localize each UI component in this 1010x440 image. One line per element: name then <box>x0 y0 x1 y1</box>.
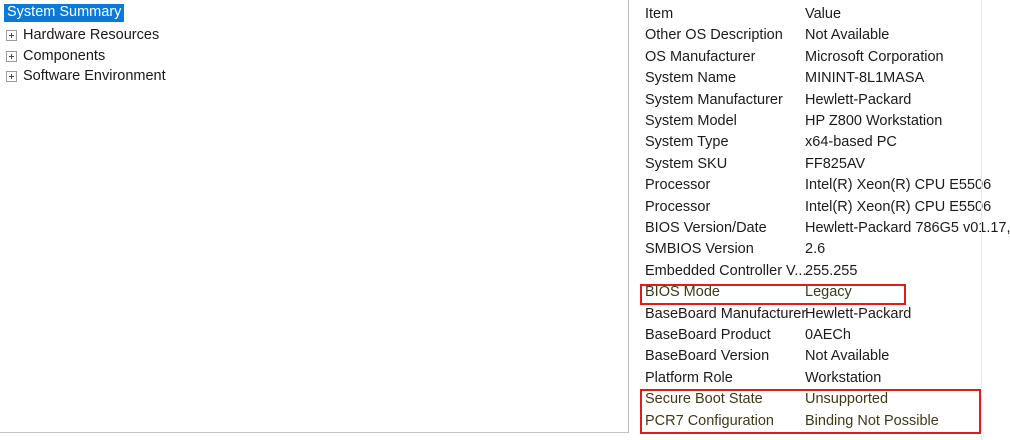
table-row[interactable]: BaseBoard Product 0AECh <box>636 325 1010 346</box>
detail-item-value: Intel(R) Xeon(R) CPU E5506 <box>805 177 992 194</box>
tree-item-label: Hardware Resources <box>23 27 160 43</box>
table-row[interactable]: System Name MININT-8L1MASA <box>636 68 1010 89</box>
expand-plus-icon[interactable] <box>6 70 23 82</box>
detail-item-name: BIOS Mode <box>645 284 720 301</box>
detail-item-value: Hewlett-Packard 786G5 v01.17, 8/ <box>805 220 1010 236</box>
detail-item-value: Hewlett-Packard <box>805 91 912 108</box>
tree-item-label: System Summary <box>4 4 125 22</box>
table-row[interactable]: Other OS Description Not Available <box>636 25 1010 46</box>
column-header-item[interactable]: Item <box>645 6 674 22</box>
detail-item-value: Unsupported <box>805 391 889 408</box>
table-row[interactable]: Platform Role Workstation <box>636 368 1010 389</box>
detail-item-value: MININT-8L1MASA <box>805 70 925 87</box>
detail-item-name: OS Manufacturer <box>645 48 756 65</box>
table-row[interactable]: Secure Boot State Unsupported <box>636 389 1010 410</box>
expand-plus-icon[interactable] <box>6 29 23 41</box>
table-row[interactable]: System Model HP Z800 Workstation <box>636 111 1010 132</box>
plus-box-icon[interactable] <box>6 70 17 82</box>
table-row[interactable]: SMBIOS Version 2.6 <box>636 239 1010 260</box>
detail-pane-right-edge <box>981 0 982 440</box>
tree-item-software-environment[interactable]: Software Environment <box>6 67 166 85</box>
detail-item-value: Hewlett-Packard <box>805 305 912 322</box>
details-header-row: Item Value <box>636 4 1010 25</box>
detail-item-name: BIOS Version/Date <box>645 220 767 236</box>
detail-item-name: Processor <box>645 177 711 194</box>
detail-item-name: Processor <box>645 198 711 215</box>
detail-item-name: BaseBoard Version <box>645 348 770 365</box>
table-row[interactable]: OS Manufacturer Microsoft Corporation <box>636 47 1010 68</box>
tree-item-hardware-resources[interactable]: Hardware Resources <box>6 26 159 44</box>
detail-item-name: System Model <box>645 113 737 129</box>
detail-item-value: Binding Not Possible <box>805 412 939 429</box>
table-row[interactable]: PCR7 Configuration Binding Not Possible <box>636 411 1010 432</box>
tree-item-components[interactable]: Components <box>6 47 105 65</box>
table-row[interactable]: System SKU FF825AV <box>636 154 1010 175</box>
detail-item-name: Other OS Description <box>645 27 783 44</box>
detail-item-value: FF825AV <box>805 155 866 172</box>
table-row[interactable]: BIOS Version/Date Hewlett-Packard 786G5 v… <box>636 218 1010 239</box>
detail-item-name: System Manufacturer <box>645 91 783 108</box>
table-row[interactable]: BIOS Mode Legacy <box>636 282 1010 303</box>
detail-item-name: System Name <box>645 70 737 87</box>
table-row[interactable]: BaseBoard Version Not Available <box>636 346 1010 367</box>
detail-item-value: 0AECh <box>805 327 851 343</box>
detail-item-name: BaseBoard Product <box>645 327 771 343</box>
detail-item-value: Intel(R) Xeon(R) CPU E5506 <box>805 198 992 215</box>
detail-item-name: SMBIOS Version <box>645 241 754 258</box>
table-row[interactable]: Processor Intel(R) Xeon(R) CPU E5506 <box>636 197 1010 218</box>
detail-item-value: 255.255 <box>805 262 858 279</box>
detail-item-name: Platform Role <box>645 369 733 386</box>
detail-item-name: BaseBoard Manufacturer <box>645 305 807 322</box>
plus-box-icon[interactable] <box>6 29 17 41</box>
detail-item-value: x64-based PC <box>805 134 897 151</box>
detail-item-name: System SKU <box>645 155 728 172</box>
table-row[interactable]: System Manufacturer Hewlett-Packard <box>636 90 1010 111</box>
detail-item-value: HP Z800 Workstation <box>805 113 943 129</box>
detail-item-name: Secure Boot State <box>645 391 763 408</box>
tree-item-label: Software Environment <box>23 68 166 84</box>
detail-item-value: 2.6 <box>805 241 826 258</box>
tree-item-system-summary[interactable]: System Summary <box>4 4 125 22</box>
detail-item-value: Legacy <box>805 284 852 301</box>
detail-item-value: Workstation <box>805 369 882 386</box>
detail-item-value: Microsoft Corporation <box>805 48 944 65</box>
plus-box-icon[interactable] <box>6 50 17 62</box>
table-row[interactable]: Embedded Controller V...255.255 <box>636 261 1010 282</box>
tree-item-label: Components <box>23 48 106 64</box>
detail-item-value: Not Available <box>805 27 890 44</box>
detail-item-value: Not Available <box>805 348 890 365</box>
detail-item-name: Embedded Controller V... <box>645 262 807 279</box>
detail-item-name: System Type <box>645 134 729 151</box>
detail-item-name: PCR7 Configuration <box>645 412 774 429</box>
expand-plus-icon[interactable] <box>6 50 23 62</box>
column-header-value[interactable]: Value <box>805 6 842 22</box>
table-row[interactable]: Processor Intel(R) Xeon(R) CPU E5506 <box>636 175 1010 196</box>
table-row[interactable]: System Type x64-based PC <box>636 132 1010 153</box>
